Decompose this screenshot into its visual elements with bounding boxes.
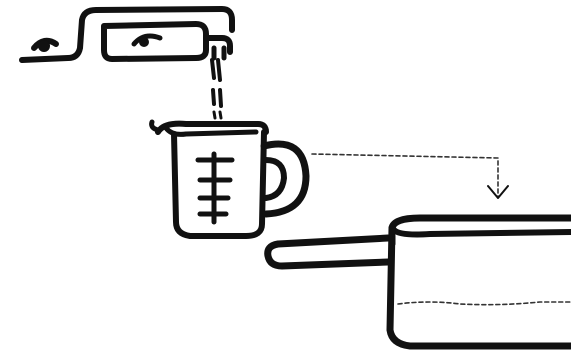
valve-handle-icon (38, 40, 50, 52)
water-stream (212, 60, 221, 118)
pour-arrow (312, 154, 508, 198)
saucepan-icon (268, 218, 571, 346)
faucet-icon (22, 9, 232, 60)
spout-handle-icon (139, 37, 149, 47)
measuring-cup-icon (152, 122, 306, 236)
